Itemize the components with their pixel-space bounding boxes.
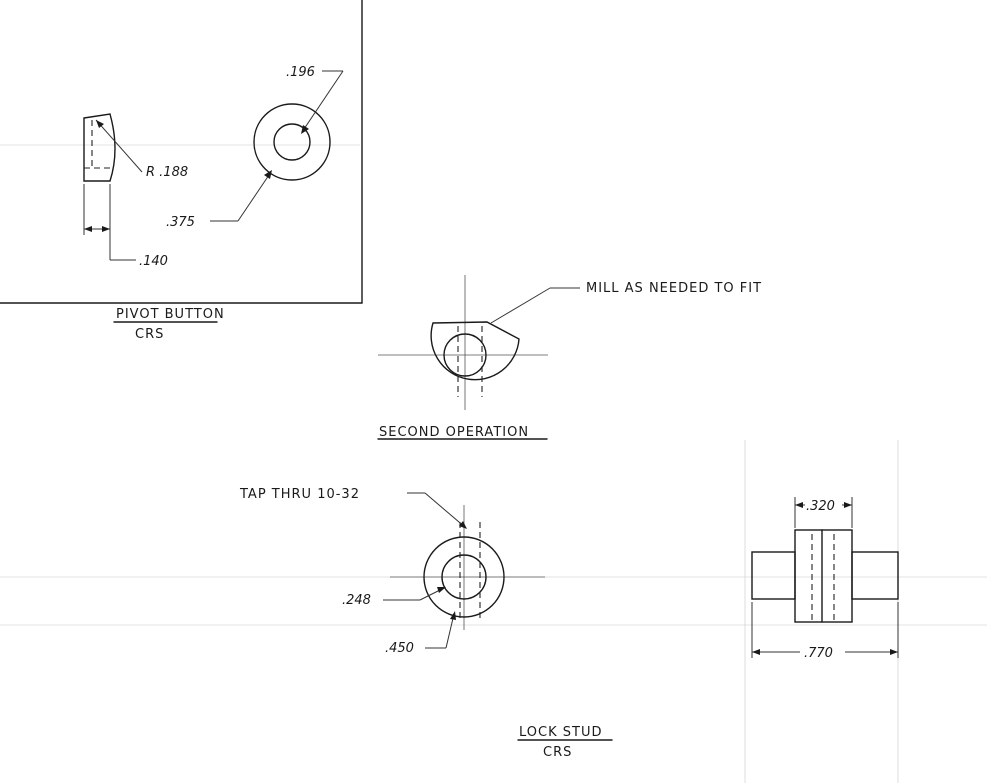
pivot-button-frame <box>0 0 363 304</box>
lock-stud-material: CRS <box>543 745 572 760</box>
pivot-button-material: CRS <box>135 327 164 342</box>
lock-outer-dim: .450 <box>385 641 414 656</box>
pivot-button-front-view: .196 .375 <box>166 65 344 230</box>
pivot-radius-dim: R .188 <box>146 165 188 180</box>
pivot-hole-dim: .196 <box>286 65 315 80</box>
second-operation-title: SECOND OPERATION <box>379 425 529 440</box>
lock-stud-title: LOCK STUD <box>519 725 602 740</box>
pivot-button-side-view: .140 R .188 <box>83 113 188 269</box>
lock-stud-side-view: .320 .770 <box>751 497 899 661</box>
collar-width-dim: .320 <box>806 499 835 514</box>
mill-note: MILL AS NEEDED TO FIT <box>586 281 762 296</box>
pivot-button-title: PIVOT BUTTON <box>116 307 225 322</box>
pivot-button-caption: PIVOT BUTTON CRS <box>113 307 225 342</box>
pivot-width-dim: .140 <box>139 254 168 269</box>
pivot-outer-dim: .375 <box>166 215 195 230</box>
second-operation-view: MILL AS NEEDED TO FIT SECOND OPERATION <box>377 275 762 440</box>
overall-length-dim: .770 <box>804 646 833 661</box>
lock-stud-caption: LOCK STUD CRS <box>517 725 613 760</box>
lock-inner-dim: .248 <box>342 593 371 608</box>
faint-guide-lines <box>0 144 987 783</box>
tap-note: TAP THRU 10-32 <box>239 487 360 502</box>
lock-stud-end-view: TAP THRU 10-32 .248 .450 <box>239 487 545 656</box>
